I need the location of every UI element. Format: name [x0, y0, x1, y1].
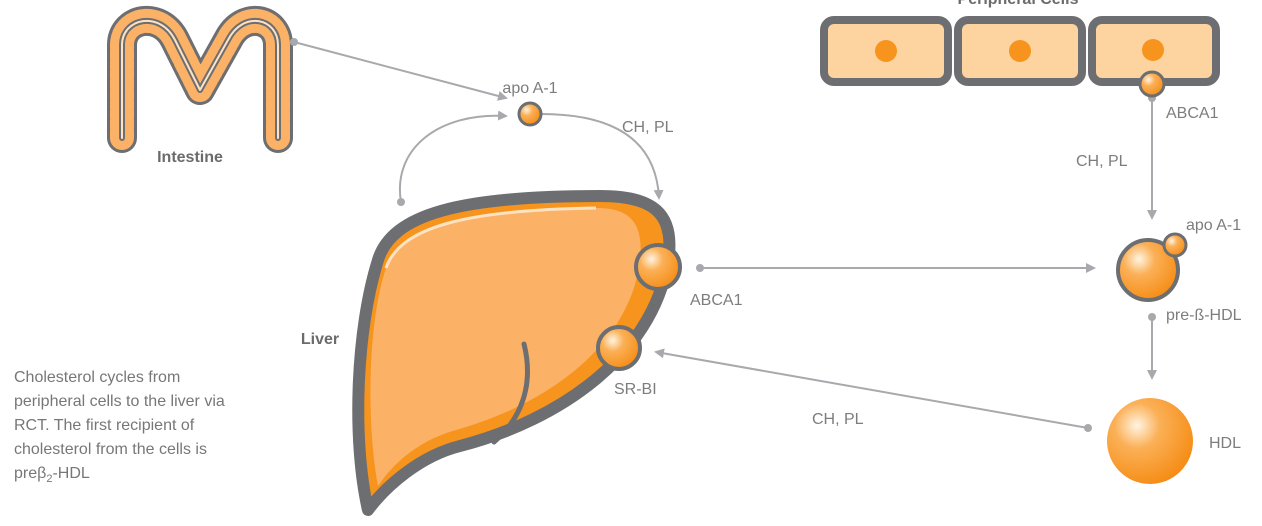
cell-nucleus-3 [1142, 39, 1164, 61]
cell-to-preb-hdl-arrow [1148, 94, 1156, 218]
abca1-cell-transporter [1140, 72, 1164, 96]
liver-label: Liver [301, 331, 339, 348]
abca1-liver-transporter [636, 245, 680, 289]
peripheral-cells-label: Peripheral Cells [958, 0, 1079, 8]
ch-pl-right-label: CH, PL [1076, 153, 1128, 170]
cell-nucleus-2 [1009, 40, 1031, 62]
caption-tail-prefix: preβ [14, 465, 46, 482]
apoa1-right-label: apo A-1 [1186, 217, 1241, 234]
preb-hdl-to-hdl-arrow [1148, 313, 1156, 378]
liver-abca1-to-preb-hdl-arrow [696, 264, 1094, 272]
ch-pl-bottom-label: CH, PL [812, 411, 864, 428]
intestine-icon [122, 21, 278, 138]
hdl-label: HDL [1209, 435, 1241, 452]
intestine-to-apoa1-arrow [290, 38, 506, 98]
sr-bi-label: SR-BI [614, 381, 657, 398]
pre-beta-hdl-label: pre-ß-HDL [1166, 307, 1242, 324]
sr-bi-receptor [598, 327, 640, 369]
hdl-particle [1107, 398, 1193, 484]
apoa1-particle [519, 103, 541, 125]
apoa1-on-pre-beta-hdl [1164, 234, 1186, 256]
liver-to-apoa1-arrow [397, 116, 506, 206]
caption-text: Cholesterol cycles from peripheral cells… [14, 369, 225, 458]
ch-pl-top-label: CH, PL [622, 119, 674, 136]
cell-nucleus-1 [875, 40, 897, 62]
abca1-cell-label: ABCA1 [1166, 105, 1219, 122]
caption: Cholesterol cycles from peripheral cells… [14, 366, 254, 491]
apoa1-top-label: apo A-1 [502, 80, 557, 97]
intestine-label: Intestine [157, 149, 223, 166]
hdl-to-srbi-arrow [656, 352, 1092, 432]
caption-tail-suffix: -HDL [52, 465, 89, 482]
abca1-liver-label: ABCA1 [690, 292, 743, 309]
